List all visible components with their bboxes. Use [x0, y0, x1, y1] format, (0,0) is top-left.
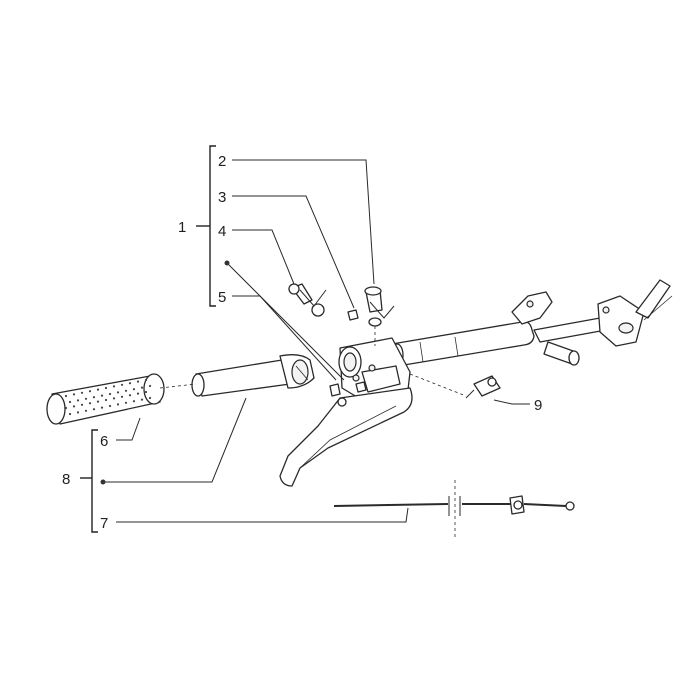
grip-texture-dot	[96, 400, 100, 403]
grip-texture-dot	[100, 406, 104, 409]
grip	[46, 373, 165, 425]
brake-cable	[333, 495, 575, 516]
grip-texture-dot	[132, 388, 136, 391]
grip-texture-dot	[144, 390, 148, 394]
grip-texture-dot	[128, 382, 132, 385]
handlebar-frame	[390, 279, 673, 367]
grip-texture-dot	[136, 392, 140, 395]
grip-texture	[64, 378, 152, 416]
reference-dot	[224, 260, 230, 266]
grip-texture-dot	[148, 396, 152, 400]
grip-texture-dot	[92, 408, 96, 411]
grip-texture-dot	[116, 403, 120, 406]
callout-7: 7	[100, 515, 108, 532]
grip-texture-dot	[124, 389, 128, 392]
bracket-group-8	[80, 429, 98, 533]
grip-texture-dot	[88, 402, 92, 405]
callout-1: 1	[178, 219, 186, 236]
assembly-guides	[159, 326, 467, 540]
grip-texture-dot	[120, 383, 124, 386]
grip-texture-dot	[140, 398, 144, 401]
grip-texture-dot	[124, 401, 128, 404]
grip-texture-dot	[80, 403, 84, 406]
grip-texture-dot	[140, 386, 144, 389]
grip-texture-dot	[120, 395, 124, 398]
grip-texture-dot	[108, 392, 112, 396]
grip-texture-dot	[88, 390, 92, 393]
grip-texture-dot	[64, 394, 68, 398]
fixings	[288, 283, 501, 407]
grip-texture-dot	[132, 400, 136, 403]
callout-3: 3	[218, 189, 226, 206]
reference-dot	[100, 479, 106, 485]
grip-texture-dot	[144, 378, 148, 382]
grip-texture-dot	[80, 391, 84, 394]
grip-texture-dot	[76, 399, 80, 402]
callout-5: 5	[218, 289, 226, 306]
grip-texture-dot	[116, 391, 120, 394]
grip-texture-dot	[84, 409, 88, 412]
grip-texture-dot	[92, 396, 96, 399]
grip-texture-dot	[112, 397, 116, 400]
callout-2: 2	[218, 153, 226, 170]
grip-texture-dot	[96, 388, 100, 391]
grip-texture-dot	[72, 393, 76, 396]
callout-9: 9	[534, 397, 542, 414]
bracket-group-1	[196, 145, 216, 307]
grip-texture-dot	[148, 384, 152, 388]
leader-lines	[104, 159, 530, 523]
grip-texture-dot	[100, 394, 104, 397]
grip-texture-dot	[64, 406, 68, 410]
brake-lever-body	[279, 337, 413, 487]
throttle-sleeve	[191, 354, 315, 397]
grip-texture-dot	[68, 400, 72, 404]
grip-texture-dot	[136, 380, 140, 383]
grip-texture-dot	[104, 398, 108, 402]
callout-4: 4	[218, 223, 226, 240]
grip-texture-dot	[84, 397, 88, 400]
grip-texture-dot	[112, 385, 116, 388]
grip-texture-dot	[128, 394, 132, 397]
callout-6: 6	[100, 433, 108, 450]
grip-texture-dot	[68, 412, 72, 416]
callout-8: 8	[62, 471, 70, 488]
grip-texture-dot	[104, 386, 108, 390]
grip-texture-dot	[76, 411, 80, 414]
grip-texture-dot	[108, 404, 112, 408]
grip-texture-dot	[72, 405, 76, 408]
